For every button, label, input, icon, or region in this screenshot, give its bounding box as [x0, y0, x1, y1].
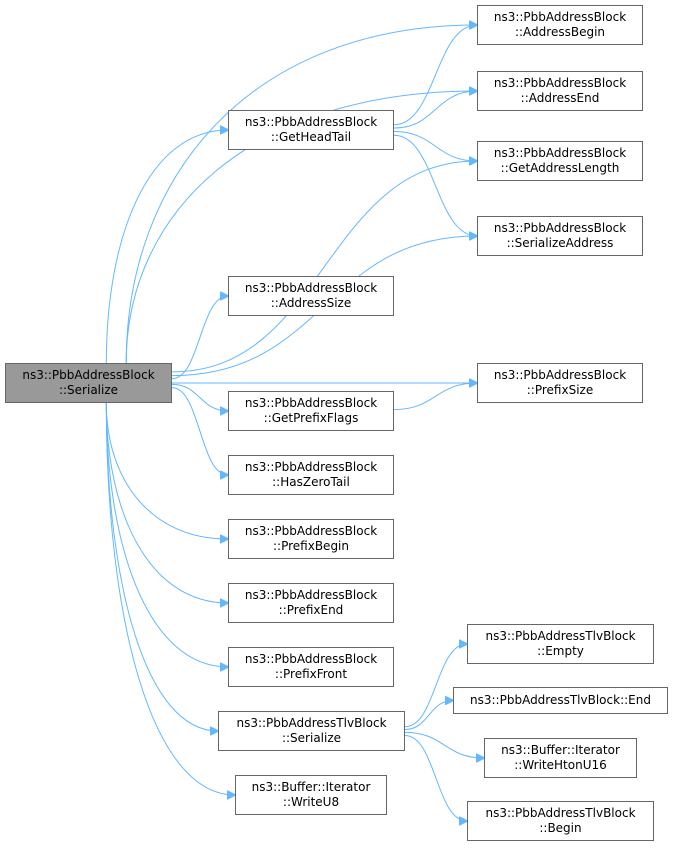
- node-tlv-begin[interactable]: ns3::PbbAddressTlvBlock ::Begin: [467, 801, 654, 841]
- node-line1: ns3::PbbAddressBlock: [493, 10, 627, 24]
- edge-tlv-block-serialize-to-tlv-empty: [404, 644, 467, 728]
- edge-serialize-root-to-prefix-front: [105, 402, 228, 667]
- node-line1: ns3::PbbAddressBlock: [493, 76, 627, 90]
- edge-get-head-tail-to-address-begin: [393, 25, 477, 126]
- node-line2: ::AddressSize: [270, 296, 352, 310]
- node-line1: ns3::PbbAddressBlock: [244, 281, 378, 295]
- node-serialize-address[interactable]: ns3::PbbAddressBlock ::SerializeAddress: [477, 216, 643, 256]
- node-line1: ns3::PbbAddressBlock: [244, 588, 378, 602]
- node-line1: ns3::PbbAddressTlvBlock::End: [470, 693, 651, 707]
- edge-tlv-block-serialize-to-write-hton-u16: [404, 731, 484, 758]
- node-prefix-front[interactable]: ns3::PbbAddressBlock ::PrefixFront: [228, 647, 394, 687]
- node-line2: ::PrefixEnd: [278, 603, 344, 617]
- node-line1: ns3::PbbAddressTlvBlock: [485, 806, 636, 820]
- node-line1: ns3::Buffer::Iterator: [501, 743, 620, 757]
- node-line2: ::Serialize: [58, 383, 119, 397]
- node-prefix-size[interactable]: ns3::PbbAddressBlock ::PrefixSize: [477, 363, 643, 403]
- node-line2: ::WriteHtonU16: [514, 758, 607, 772]
- edge-serialize-root-to-address-end: [125, 91, 477, 364]
- edge-tlv-block-serialize-to-tlv-end: [404, 701, 453, 730]
- node-tlv-end[interactable]: ns3::PbbAddressTlvBlock::End: [453, 687, 668, 714]
- node-line1: ns3::PbbAddressBlock: [244, 396, 378, 410]
- node-line1: ns3::PbbAddressTlvBlock: [485, 629, 636, 643]
- node-line1: ns3::PbbAddressBlock: [244, 460, 378, 474]
- node-line2: ::GetAddressLength: [500, 161, 620, 175]
- node-line2: ::SerializeAddress: [506, 236, 614, 250]
- edge-get-head-tail-to-serialize-address: [393, 134, 477, 236]
- node-line1: ns3::PbbAddressBlock: [244, 115, 378, 129]
- node-get-address-length[interactable]: ns3::PbbAddressBlock ::GetAddressLength: [477, 141, 643, 181]
- edge-serialize-root-to-write-u8: [105, 402, 235, 795]
- edge-get-head-tail-to-address-end: [393, 91, 477, 129]
- edge-tlv-block-serialize-to-tlv-begin: [404, 735, 467, 822]
- node-has-zero-tail[interactable]: ns3::PbbAddressBlock ::HasZeroTail: [228, 455, 394, 495]
- node-line1: ns3::PbbAddressBlock: [493, 221, 627, 235]
- edge-serialize-root-to-get-prefix-flags: [171, 383, 228, 411]
- node-get-head-tail[interactable]: ns3::PbbAddressBlock ::GetHeadTail: [228, 110, 394, 150]
- edge-serialize-root-to-address-begin: [125, 25, 477, 364]
- node-line2: ::Begin: [539, 821, 582, 835]
- node-line1: ns3::PbbAddressBlock: [244, 652, 378, 666]
- edge-serialize-root-to-prefix-end: [105, 402, 228, 603]
- node-line2: ::GetPrefixFlags: [263, 411, 359, 425]
- node-line1: ns3::PbbAddressBlock: [244, 524, 378, 538]
- node-line2: ::Empty: [537, 644, 584, 658]
- node-address-begin[interactable]: ns3::PbbAddressBlock ::AddressBegin: [477, 5, 643, 45]
- node-prefix-end[interactable]: ns3::PbbAddressBlock ::PrefixEnd: [228, 583, 394, 623]
- node-address-size[interactable]: ns3::PbbAddressBlock ::AddressSize: [228, 276, 394, 316]
- edge-get-prefix-flags-to-prefix-size: [393, 383, 477, 411]
- node-line1: ns3::PbbAddressBlock: [493, 146, 627, 160]
- node-serialize-root: ns3::PbbAddressBlock ::Serialize: [5, 363, 172, 403]
- node-line2: ::WriteU8: [282, 795, 340, 809]
- node-address-end[interactable]: ns3::PbbAddressBlock ::AddressEnd: [477, 71, 643, 111]
- node-tlv-empty[interactable]: ns3::PbbAddressTlvBlock ::Empty: [467, 624, 654, 664]
- node-tlv-block-serialize[interactable]: ns3::PbbAddressTlvBlock ::Serialize: [218, 711, 405, 751]
- node-line1: ns3::Buffer::Iterator: [251, 780, 371, 794]
- edge-serialize-root-to-get-head-tail: [105, 130, 228, 364]
- node-prefix-begin[interactable]: ns3::PbbAddressBlock ::PrefixBegin: [228, 519, 394, 559]
- node-line2: ::HasZeroTail: [272, 475, 350, 489]
- edge-serialize-root-to-prefix-begin: [105, 402, 228, 539]
- node-get-prefix-flags[interactable]: ns3::PbbAddressBlock ::GetPrefixFlags: [228, 391, 394, 431]
- node-line2: ::AddressEnd: [520, 91, 600, 105]
- edge-serialize-root-to-address-size: [171, 296, 228, 380]
- edge-serialize-root-to-has-zero-tail: [171, 387, 228, 475]
- node-line2: ::PrefixBegin: [273, 539, 349, 553]
- node-line2: ::PrefixSize: [526, 383, 594, 397]
- node-write-u8[interactable]: ns3::Buffer::Iterator ::WriteU8: [235, 775, 387, 815]
- node-line1: ns3::PbbAddressBlock: [22, 368, 155, 382]
- node-line2: ::Serialize: [281, 731, 342, 745]
- node-line1: ns3::PbbAddressBlock: [493, 368, 627, 382]
- edge-serialize-root-to-get-address-length: [171, 161, 477, 373]
- node-line1: ns3::PbbAddressTlvBlock: [236, 716, 387, 730]
- node-write-hton-u16[interactable]: ns3::Buffer::Iterator ::WriteHtonU16: [484, 738, 637, 778]
- node-line2: ::GetHeadTail: [270, 130, 352, 144]
- edge-serialize-root-to-tlv-block-serialize: [105, 402, 218, 731]
- node-line2: ::PrefixFront: [274, 667, 348, 681]
- edge-get-head-tail-to-get-address-length: [393, 131, 477, 161]
- node-line2: ::AddressBegin: [514, 25, 606, 39]
